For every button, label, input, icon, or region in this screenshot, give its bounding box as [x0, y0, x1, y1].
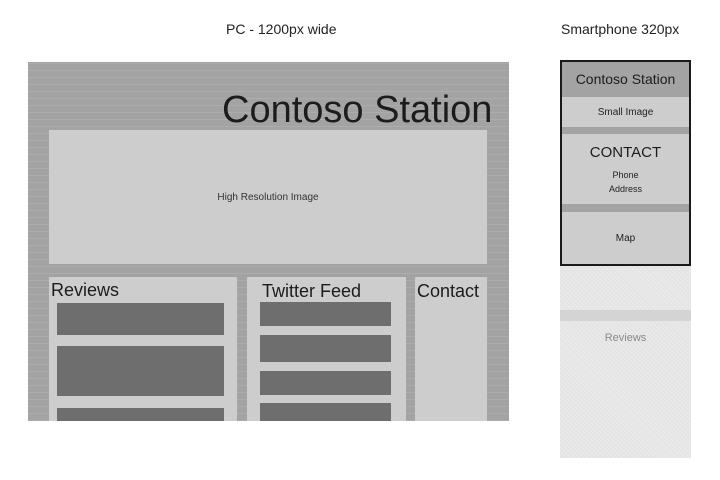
- pc-review-item: [57, 303, 224, 335]
- phone-caption: Smartphone 320px: [561, 21, 680, 37]
- phone-contact-heading: CONTACT: [589, 143, 662, 161]
- phone-small-image-label: Small Image: [597, 106, 654, 118]
- phone-reviews-divider: [560, 310, 691, 321]
- phone-phone-label: Phone: [612, 170, 639, 180]
- phone-contact-block: CONTACT Phone Address: [562, 134, 689, 204]
- pc-tweet-item: [260, 302, 391, 326]
- phone-screen-frame: Contoso Station Small Image CONTACT Phon…: [560, 60, 691, 266]
- pc-tweet-item: [260, 335, 391, 362]
- pc-caption: PC - 1200px wide: [226, 21, 337, 37]
- pc-contact-heading: Contact: [417, 281, 480, 301]
- phone-map-placeholder: Map: [562, 212, 689, 264]
- phone-site-title: Contoso Station: [575, 71, 676, 87]
- phone-address-label: Address: [608, 184, 643, 194]
- pc-hero-image-label: High Resolution Image: [217, 191, 319, 203]
- pc-review-item: [57, 346, 224, 396]
- phone-map-label: Map: [615, 232, 636, 244]
- pc-tweet-item: [260, 403, 391, 421]
- pc-tweet-item: [260, 371, 391, 395]
- phone-small-image-placeholder: Small Image: [562, 97, 689, 127]
- pc-hero-image-placeholder: High Resolution Image: [49, 130, 487, 264]
- pc-twitter-heading: Twitter Feed: [262, 281, 362, 301]
- pc-review-item: [57, 408, 224, 421]
- pc-reviews-heading: Reviews: [51, 280, 120, 300]
- pc-site-title: Contoso Station: [222, 89, 493, 131]
- phone-reviews-label: Reviews: [604, 332, 647, 344]
- pc-contact-panel: [415, 277, 487, 421]
